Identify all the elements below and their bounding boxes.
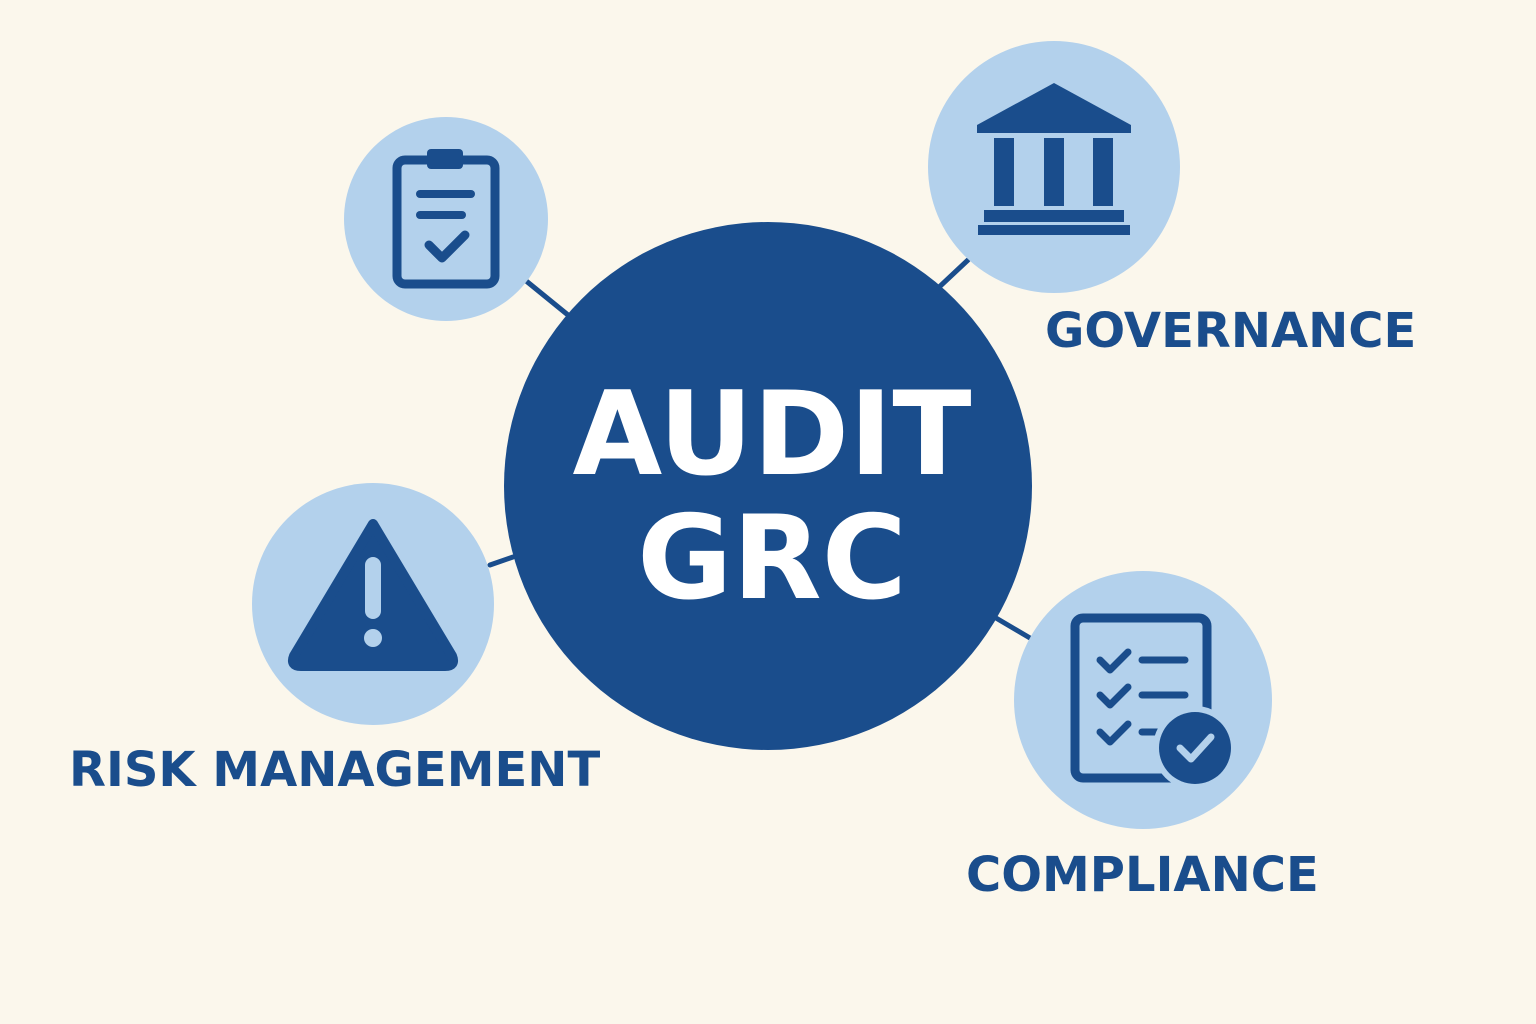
- connectors: [487, 257, 1033, 641]
- node-audit: [344, 117, 548, 321]
- node-governance: GOVERNANCE: [928, 41, 1416, 359]
- center-title-line1: AUDIT: [573, 367, 972, 502]
- compliance-label: COMPLIANCE: [966, 847, 1319, 903]
- node-risk-management: RISK MANAGEMENT: [69, 483, 600, 798]
- center-title-line2: GRC: [637, 491, 907, 626]
- center-circle: [504, 222, 1032, 750]
- governance-label: GOVERNANCE: [1045, 303, 1416, 359]
- connector-audit: [522, 277, 571, 318]
- node-compliance: COMPLIANCE: [966, 571, 1319, 903]
- checklist-verified-icon: [1070, 613, 1237, 790]
- warning-triangle-icon: [287, 519, 459, 671]
- connector-risk-management: [487, 554, 516, 568]
- center-hub: AUDIT GRC: [504, 222, 1032, 750]
- bank-building-icon: [977, 83, 1131, 235]
- clipboard-check-icon: [392, 149, 500, 289]
- node-compliance-circle: [1014, 571, 1272, 829]
- connector-governance: [933, 257, 971, 293]
- connector-compliance: [993, 615, 1033, 641]
- risk-management-label: RISK MANAGEMENT: [69, 742, 600, 798]
